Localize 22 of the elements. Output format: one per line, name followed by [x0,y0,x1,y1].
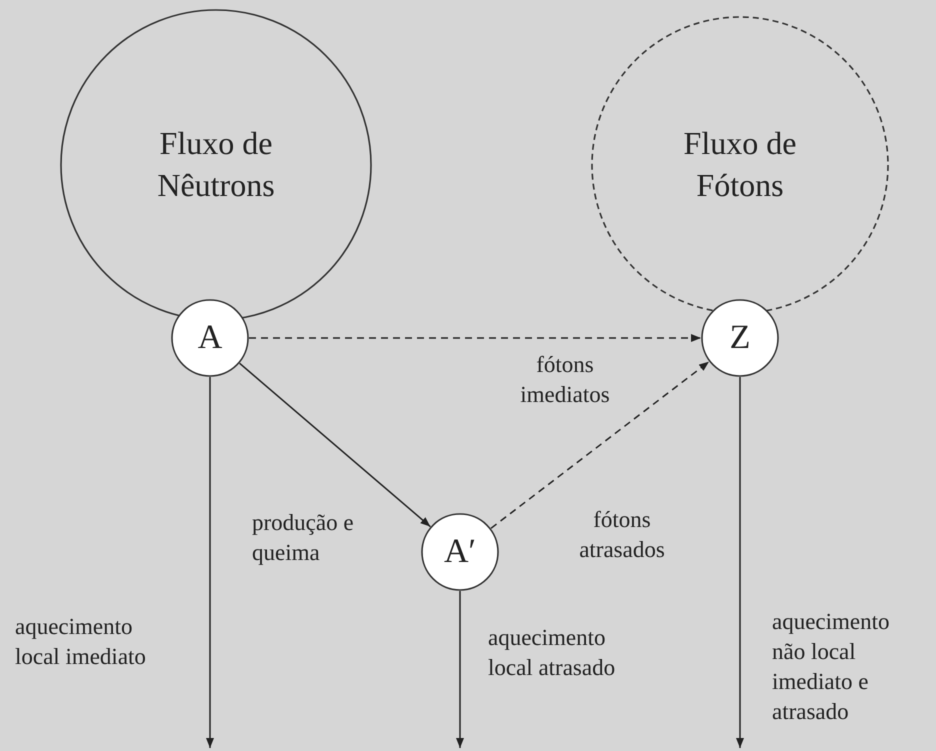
arrow [736,377,744,748]
flux-label: Fluxo de Fótons [682,124,798,205]
edge-label: aquecimento local atrasado [488,624,616,682]
edge-label: aquecimento local imediato [15,613,147,671]
nuclide-circle [421,513,499,591]
flux-circle [60,9,372,321]
flux-circle [591,16,889,314]
arrow [206,377,214,748]
arrow [490,361,710,529]
nuclide-label: A′ [444,532,476,572]
nuclide-label: A [198,318,222,358]
arrow [249,334,701,342]
edge-label: fótons atrasados [578,506,666,564]
edge-label: fótons imediatos [519,351,611,409]
nuclide-circle [171,299,249,377]
nuclide-label: Z [730,318,750,358]
edge-label: produção e queima [252,509,355,567]
arrow [239,362,431,528]
edge-label: aquecimento não local imediato e atrasado [772,608,891,726]
arrow [456,591,464,748]
nuclide-circle [701,299,779,377]
flux-label: Fluxo de Nêutrons [156,124,276,205]
